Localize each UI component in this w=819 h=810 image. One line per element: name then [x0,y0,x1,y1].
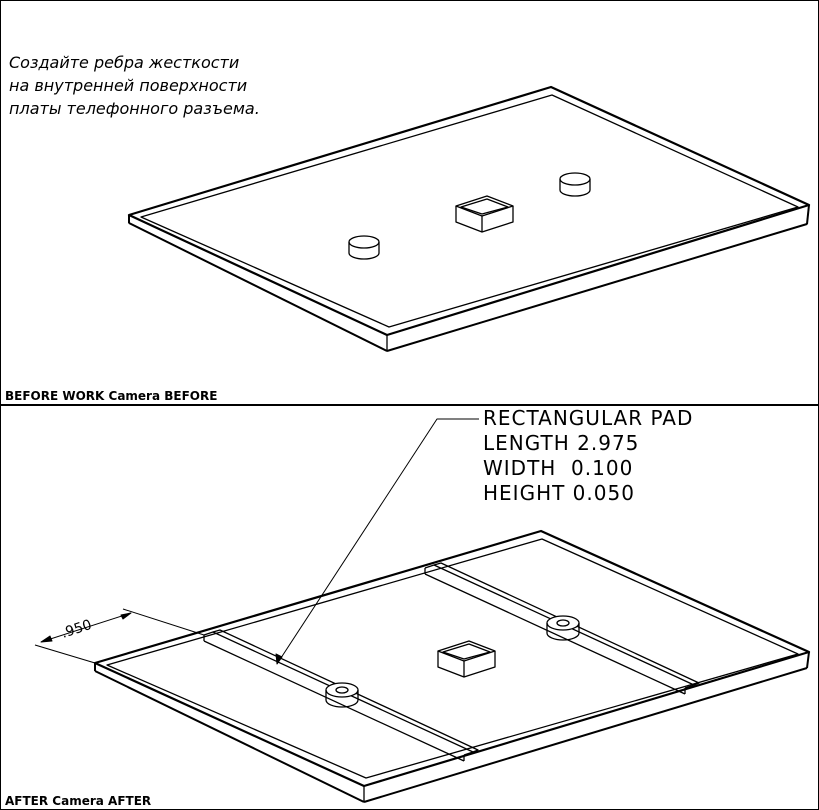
before-model-drawing [1,1,818,404]
note-title: RECTANGULAR PAD [483,406,694,430]
note-length: LENGTH 2.975 [483,431,640,455]
caption-after: AFTER Camera AFTER [5,794,152,808]
instruction-line-3: платы телефонного разъема. [9,99,260,118]
instruction-line-2: на внутренней поверхности [9,76,248,95]
square-socket [456,196,513,232]
instruction-line-1: Создайте ребра жесткости [9,53,240,72]
note-leader [276,419,479,664]
note-height: HEIGHT 0.050 [483,481,635,505]
panel-before: Создайте ребра жесткости на внутренней п… [0,0,819,405]
boss-left [326,683,358,707]
note-width: WIDTH 0.100 [483,456,634,480]
plate-outer-edge [95,531,809,786]
plate-inner-edge [107,539,798,778]
instruction-text: Создайте ребра жесткости на внутренней п… [9,51,260,120]
boss-left [349,236,379,259]
boss-right [547,616,579,640]
caption-before: BEFORE WORK Camera BEFORE [5,389,218,403]
square-socket [438,641,495,677]
after-model-drawing: .950 [1,406,818,809]
dimension-950 [35,609,204,663]
dimension-value: .950 [59,617,94,642]
plate-inner-edge [141,95,798,327]
boss-right [560,173,590,196]
